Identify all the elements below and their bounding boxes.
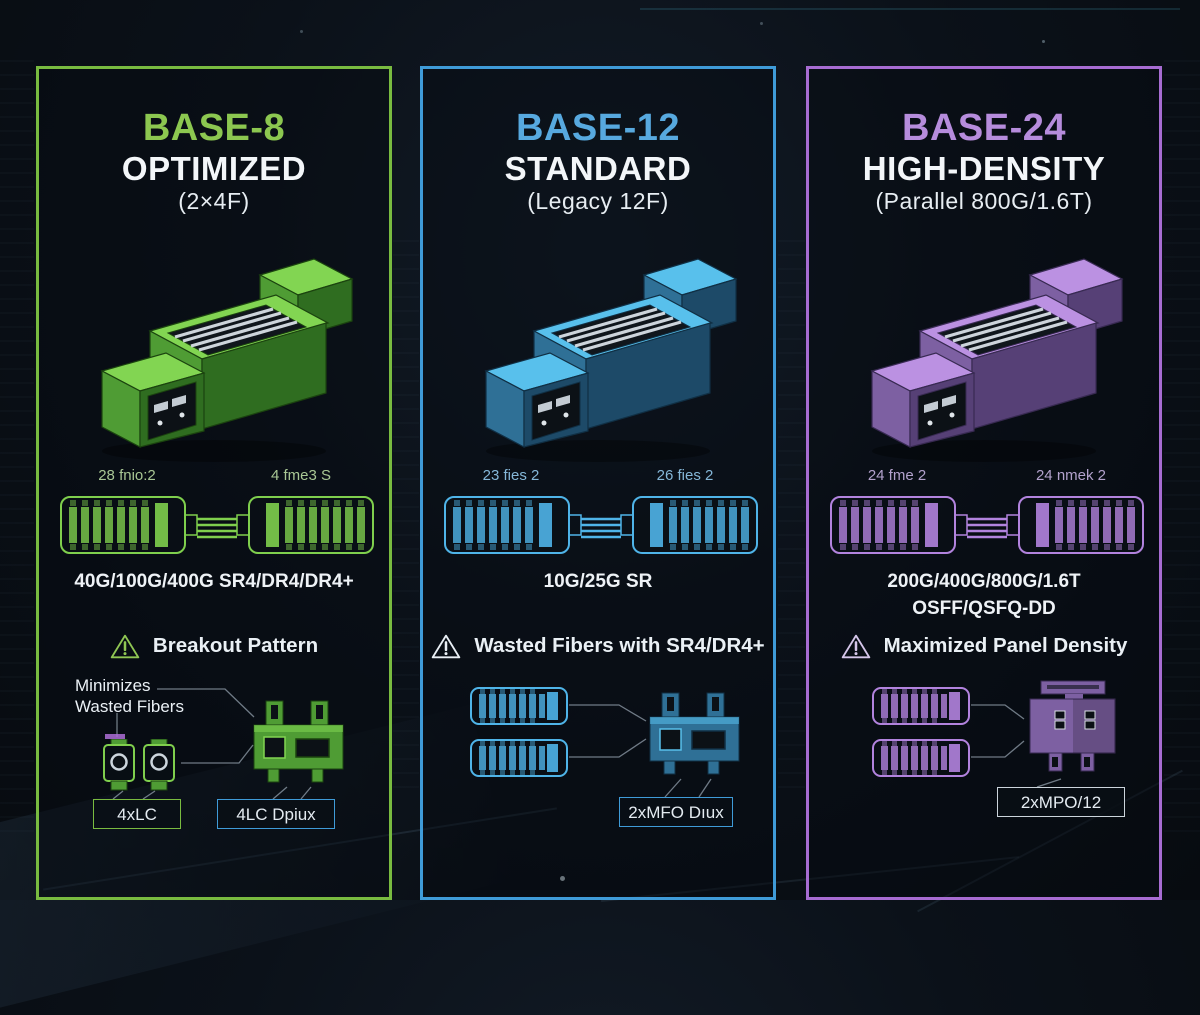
breakout-label: 2xMFO Dıux [628, 803, 724, 822]
trunk-left-fiber-label: 28 fnio:2 [98, 467, 156, 484]
mpo-comb-icon [469, 683, 569, 729]
speed-ratings: 200G/400G/800G/1.6T OSFF/QSFQ-DD [809, 569, 1159, 622]
panel-base-12: BASE-12 STANDARD (Legacy 12F) 23 fies 2 … [420, 66, 776, 900]
warning-triangle-icon [110, 633, 140, 660]
breakout-connector-lines [971, 704, 1062, 788]
trunk-cable-diagram [441, 489, 761, 561]
background-streak [640, 8, 1180, 10]
panel-variant: (Parallel 800G/1.6T) [875, 188, 1093, 215]
breakout-label: 4xLC [117, 805, 157, 824]
mpo-connector-3d-illustration [448, 245, 748, 465]
warning-label: Maximized Panel Density [883, 634, 1128, 657]
mpo-connector-3d-illustration [834, 245, 1134, 465]
trunk-right-fiber-label: 26 fies 2 [656, 467, 714, 484]
panel-subtitle: STANDARD [504, 149, 692, 187]
panel-variant: (2×4F) [178, 188, 250, 215]
breakout-diagram: 2xMFO Dıux [423, 669, 773, 901]
trunk-right-fiber-label: 24 nmek 2 [1035, 467, 1107, 484]
breakout-label-box: 2xMFO Dıux [619, 797, 733, 827]
panel-header: BASE-24 HIGH-DENSITY (Parallel 800G/1.6T… [809, 107, 1159, 217]
trunk-labels: 24 fme 2 24 nmek 2 [809, 467, 1159, 487]
trunk-right-fiber-label: 4 fme3 S [270, 467, 332, 484]
trunk-cable-diagram [57, 489, 377, 561]
speed-ratings: 40G/100G/400G SR4/DR4/DR4+ [39, 569, 389, 596]
trunk-left-fiber-label: 23 fies 2 [482, 467, 540, 484]
breakout-note: Minimizes Wasted Fibers [75, 676, 184, 717]
breakout-label: 4LC Dpiux [236, 805, 316, 824]
background-dot [1042, 40, 1045, 43]
warning-triangle-icon [841, 633, 871, 660]
speed-rating-line1: 40G/100G/400G SR4/DR4/DR4+ [74, 571, 354, 592]
panel-header: BASE-8 OPTIMIZED (2×4F) [39, 107, 389, 217]
panel-subtitle: HIGH-DENSITY [862, 149, 1106, 187]
background-server-rack [0, 60, 34, 840]
trunk-labels: 23 fies 2 26 fies 2 [423, 467, 773, 487]
warning-row: Maximized Panel Density [809, 629, 1159, 663]
warning-label: Wasted Fibers with SR4/DR4+ [474, 634, 765, 657]
mpo-connector-3d-illustration [64, 245, 364, 465]
speed-ratings: 10G/25G SR [423, 569, 773, 596]
background-dot [300, 30, 303, 33]
background-server-rack [393, 240, 419, 800]
warning-label: Breakout Pattern [152, 634, 319, 657]
warning-row: Breakout Pattern [39, 629, 389, 663]
breakout-diagram: 2xMPO/12 [809, 669, 1159, 901]
breakout-label-box: 4LC Dpiux [217, 799, 335, 829]
mpo-comb-icon [469, 735, 569, 781]
breakout-diagram: Minimizes Wasted Fibers 4xLC 4LC Dpiux [39, 669, 389, 901]
duplex-adapter-icon [251, 699, 346, 787]
panel-title: BASE-12 [516, 107, 680, 149]
panel-title: BASE-8 [142, 107, 286, 149]
mpo-comb-icon [871, 735, 971, 781]
breakout-label-box: 2xMPO/12 [997, 787, 1125, 817]
trunk-cable-diagram [827, 489, 1147, 561]
panel-variant: (Legacy 12F) [527, 188, 669, 215]
breakout-connector-lines [105, 688, 312, 800]
background-dot [760, 22, 763, 25]
lc-connector-icon [101, 739, 137, 791]
breakout-connector-lines [569, 704, 712, 798]
mpo-comb-icon [871, 683, 971, 729]
panel-base-24: BASE-24 HIGH-DENSITY (Parallel 800G/1.6T… [806, 66, 1162, 900]
duplex-adapter-icon [647, 691, 742, 779]
trunk-labels: 28 fnio:2 4 fme3 S [39, 467, 389, 487]
warning-row: Wasted Fibers with SR4/DR4+ [423, 629, 773, 663]
lc-connector-icon [141, 739, 177, 791]
panel-adapter-icon [1025, 679, 1120, 779]
background-server-rack [1164, 60, 1200, 840]
panel-subtitle: OPTIMIZED [121, 149, 307, 187]
background-server-rack [778, 240, 805, 800]
trunk-left-fiber-label: 24 fme 2 [867, 467, 927, 484]
speed-rating-line2: OSFF/QSFQ-DD [912, 597, 1056, 619]
warning-triangle-icon [431, 633, 461, 660]
panel-title: BASE-24 [902, 107, 1066, 149]
panel-header: BASE-12 STANDARD (Legacy 12F) [423, 107, 773, 217]
breakout-label: 2xMPO/12 [1020, 793, 1102, 812]
panel-base-8: BASE-8 OPTIMIZED (2×4F) 28 fnio:2 4 fme3… [36, 66, 392, 900]
speed-rating-line1: 10G/25G SR [543, 571, 653, 592]
breakout-label-box: 4xLC [93, 799, 181, 829]
speed-rating-line1: 200G/400G/800G/1.6T [887, 571, 1081, 592]
